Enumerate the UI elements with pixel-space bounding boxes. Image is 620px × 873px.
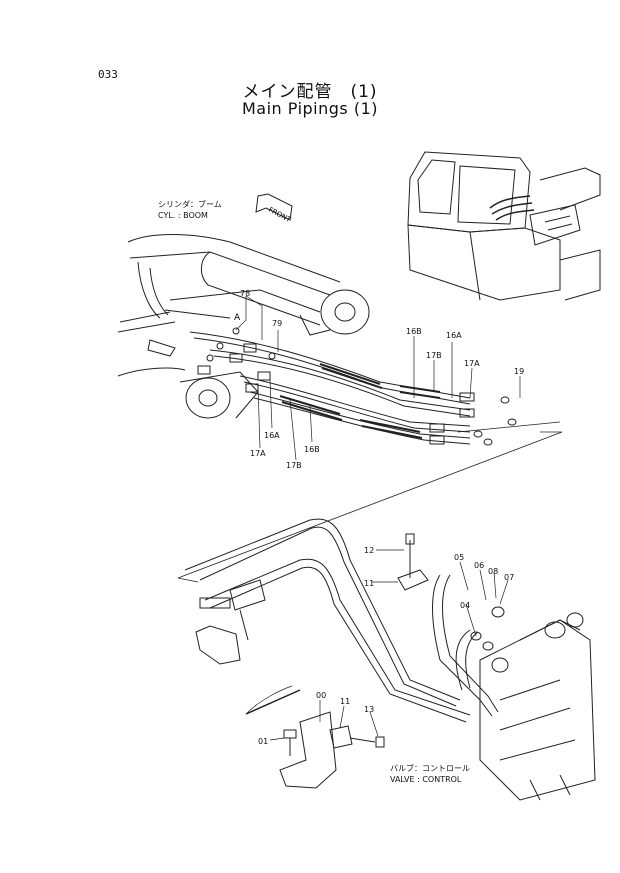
callout-11-bottom: 11 <box>340 697 350 706</box>
callout-19: 19 <box>514 367 524 376</box>
callout-17b-bottom: 17B <box>286 461 302 470</box>
callout-12: 12 <box>364 546 374 555</box>
section-outline <box>177 421 563 583</box>
control-valve-drawing <box>470 606 596 801</box>
callout-11-top: 11 <box>364 579 374 588</box>
title-japanese: メイン配管 (1) <box>242 82 378 102</box>
callout-04: 04 <box>460 601 470 610</box>
callout-17a-bottom: 17A <box>250 449 266 458</box>
callout-16b-top: 16B <box>406 327 422 336</box>
boom-cylinder-drawing <box>117 234 370 419</box>
cylinder-label-jp: シリンダ：ブーム <box>158 200 222 209</box>
valve-label-en: VALVE : CONTROL <box>390 775 462 784</box>
clamp-parts <box>279 533 429 789</box>
cylinder-label-en: CYL. : BOOM <box>158 211 208 220</box>
title-english: Main Pipings (1) <box>241 99 378 118</box>
front-direction-arrow <box>255 193 293 221</box>
callout-06: 06 <box>474 561 484 570</box>
excavator-cab-drawing <box>407 151 601 301</box>
callout-00: 00 <box>316 691 326 700</box>
callout-08: 08 <box>488 567 498 576</box>
callout-01: 01 <box>258 737 268 746</box>
callout-13: 13 <box>364 705 374 714</box>
callout-17a-top: 17A <box>464 359 480 368</box>
detail-marker: A <box>234 313 241 323</box>
callout-05: 05 <box>454 553 464 562</box>
valve-label-jp: バルブ：コントロール <box>390 764 470 773</box>
callout-07: 07 <box>504 573 514 582</box>
lower-steel-pipes <box>184 518 499 723</box>
callout-17b-top: 17B <box>426 351 442 360</box>
lower-leader-lines <box>245 549 509 741</box>
callout-16a-top: 16A <box>446 331 462 340</box>
callout-79: 79 <box>272 319 282 328</box>
page-number: 033 <box>98 68 118 81</box>
callout-16b-bottom: 16B <box>304 445 320 454</box>
callout-78: 78 <box>240 289 250 298</box>
callout-16a-bottom: 16A <box>264 431 280 440</box>
upper-leader-lines <box>235 295 521 461</box>
upper-hose-bundle <box>189 327 517 446</box>
callout-numbers: 78 79 16B 16A 17B 17A 19 16A 17A 17B 16B… <box>240 289 524 746</box>
front-label: FRONT <box>267 206 293 225</box>
